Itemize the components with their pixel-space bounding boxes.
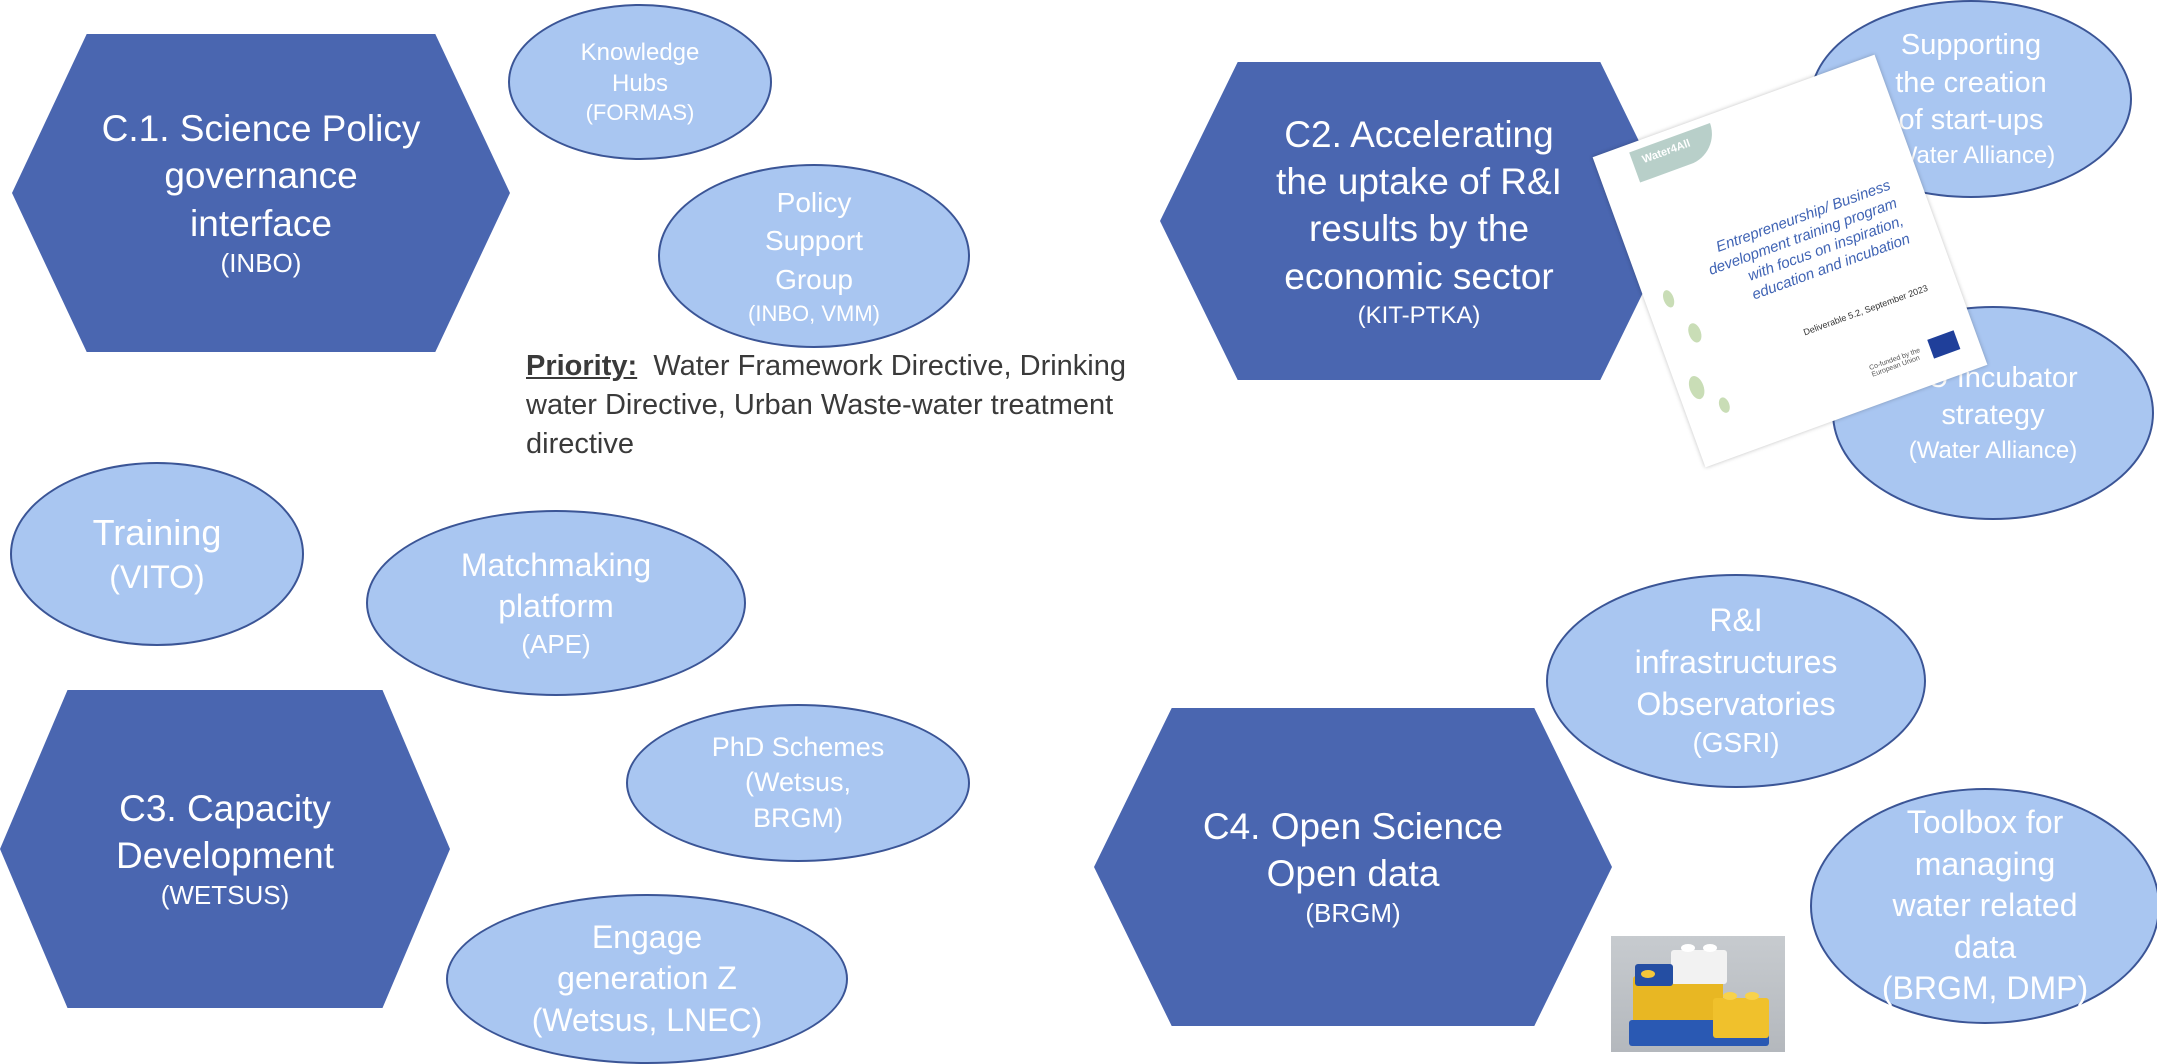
lego-stud (1745, 992, 1759, 1000)
activity-policy-support-group: Policy Support Group (INBO, VMM) (658, 164, 970, 348)
activity-phd-schemes-lead: (Wetsus, BRGM) (744, 767, 852, 833)
document-logo: Water4All (1629, 123, 1721, 183)
document-deliverable: Deliverable 5.2, September 2023 (1802, 282, 1930, 338)
activity-ri-infrastructures: R&I infrastructures Observatories (GSRI) (1546, 574, 1926, 788)
activity-matchmaking-platform-lead: (APE) (521, 628, 591, 659)
document-leaf-decoration (1716, 395, 1732, 415)
priority-note: Priority: Water Framework Directive, Dri… (526, 347, 1146, 464)
component-c4-hexagon: C4. Open Science Open data (BRGM) (1094, 708, 1612, 1026)
lego-stud (1703, 944, 1717, 952)
document-leaf-decoration (1685, 373, 1708, 402)
component-c3-title: C3. Capacity Development (115, 787, 334, 877)
activity-phd-schemes: PhD Schemes (Wetsus, BRGM) (626, 704, 970, 862)
activity-data-toolbox: Toolbox for managing water related data … (1810, 788, 2157, 1024)
activity-data-toolbox-lead: (BRGM, DMP) (1881, 970, 2089, 1007)
priority-label: Priority: (526, 350, 638, 382)
activity-start-ups-title: Supporting the creation of start-ups (1895, 28, 2047, 137)
activity-knowledge-hubs-lead: (FORMAS) (585, 99, 695, 125)
component-c1-title: C.1. Science Policy governance interface (101, 108, 421, 244)
activity-knowledge-hubs-title: Knowledge Hubs (580, 38, 700, 97)
priority-text: Water Framework Directive, Drinking wate… (526, 350, 1126, 460)
component-c3-hexagon: C3. Capacity Development (WETSUS) (0, 690, 450, 1008)
component-c2-lead: (KIT-PTKA) (1357, 302, 1481, 330)
lego-stud (1641, 970, 1655, 978)
lego-brick-yellow-right (1713, 998, 1769, 1038)
lego-brick-white (1671, 950, 1727, 984)
activity-generation-z-lead: (Wetsus, LNEC) (531, 1001, 763, 1038)
activity-training: Training (VITO) (10, 462, 304, 646)
component-c1-lead: (INBO) (220, 248, 302, 279)
activity-ri-infrastructures-lead: (GSRI) (1692, 727, 1780, 759)
activity-phd-schemes-title: PhD Schemes (711, 732, 885, 763)
document-funding-text: Co-funded by the European Union (1868, 347, 1922, 379)
document-leaf-decoration (1685, 321, 1704, 345)
activity-matchmaking-platform: Matchmaking platform (APE) (366, 510, 746, 696)
activity-training-title: Training (92, 511, 222, 553)
document-leaf-decoration (1660, 288, 1677, 309)
activity-matchmaking-platform-title: Matchmaking platform (460, 546, 652, 625)
activity-generation-z-title: Engage generation Z (557, 918, 737, 997)
activity-training-lead: (VITO) (109, 558, 205, 595)
activity-ri-infrastructures-title: R&I infrastructures Observatories (1634, 602, 1838, 722)
activity-eu-incubator-lead: (Water Alliance) (1908, 437, 2078, 465)
component-c2-hexagon: C2. Accelerating the uptake of R&I resul… (1160, 62, 1678, 380)
activity-generation-z: Engage generation Z (Wetsus, LNEC) (446, 894, 848, 1064)
component-c3-lead: (WETSUS) (160, 880, 290, 911)
component-c2-title: C2. Accelerating the uptake of R&I resul… (1276, 113, 1562, 297)
activity-knowledge-hubs: Knowledge Hubs (FORMAS) (508, 4, 772, 160)
component-c4-title: C4. Open Science Open data (1202, 805, 1504, 895)
component-c4-lead: (BRGM) (1305, 898, 1401, 929)
lego-stud (1681, 944, 1695, 952)
activity-policy-support-group-title: Policy Support Group (764, 186, 864, 296)
eu-flag-icon (1927, 330, 1961, 359)
activity-data-toolbox-title: Toolbox for managing water related data (1892, 804, 2078, 965)
lego-stud (1723, 992, 1737, 1000)
activity-policy-support-group-lead: (INBO, VMM) (748, 300, 880, 326)
component-c1-hexagon: C.1. Science Policy governance interface… (12, 34, 510, 352)
lego-bricks-photo (1611, 936, 1785, 1052)
document-title: Entrepreneurship/ Business development t… (1706, 176, 1913, 304)
